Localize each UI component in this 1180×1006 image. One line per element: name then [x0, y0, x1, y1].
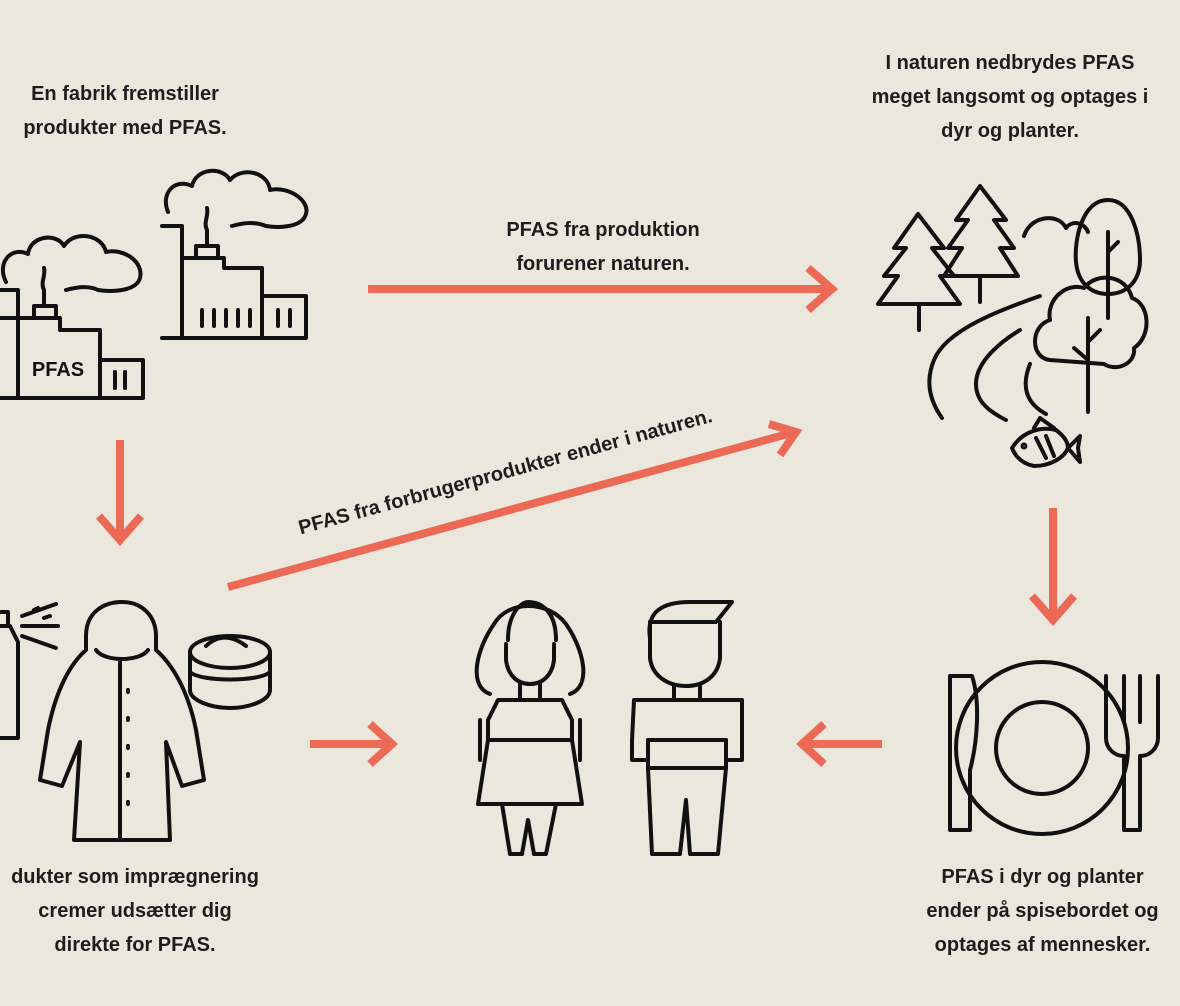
- caption-products-line: cremer udsætter dig: [38, 900, 232, 922]
- cream-jar-icon: [188, 634, 272, 710]
- caption-nature-line: I naturen nedbrydes PFAS: [885, 52, 1135, 74]
- man-icon: [630, 600, 744, 856]
- arrow-products-to-people: [310, 721, 398, 767]
- caption-food: PFAS i dyr og planter ender på spisebord…: [905, 860, 1180, 962]
- caption-nature-line: meget langsomt og optages i: [871, 86, 1149, 108]
- factory-icon: [0, 169, 309, 400]
- caption-products-line: direkte for PFAS.: [54, 934, 216, 956]
- raincoat-icon: [38, 600, 206, 842]
- caption-products-line: dukter som imprægnering: [11, 866, 259, 888]
- caption-food-line: optages af mennesker.: [934, 934, 1151, 956]
- caption-nature: I naturen nedbrydes PFAS meget langsomt …: [840, 46, 1180, 148]
- forest-icon: [876, 184, 1149, 422]
- plate-cutlery-icon: [948, 660, 1160, 836]
- caption-factory: En fabrik fremstiller produkter med PFAS…: [0, 77, 250, 145]
- caption-factory-line: En fabrik fremstiller: [31, 83, 219, 105]
- woman-icon: [474, 600, 586, 856]
- caption-products: dukter som imprægnering cremer udsætter …: [0, 860, 280, 962]
- arrow-nature-to-food: [1028, 508, 1078, 627]
- arrow-production-label: forurener naturen.: [516, 253, 689, 275]
- caption-nature-line: dyr og planter.: [941, 120, 1079, 142]
- fish-icon: [1010, 416, 1082, 468]
- spray-can-icon: [0, 602, 60, 740]
- caption-food-line: ender på spisebordet og: [926, 900, 1159, 922]
- arrow-production: [368, 264, 839, 314]
- arrow-food-to-people: [796, 721, 882, 767]
- arrow-production-label: PFAS fra produktion: [506, 219, 699, 241]
- arrow-consumer: [226, 420, 803, 591]
- caption-food-line: PFAS i dyr og planter: [941, 866, 1144, 888]
- factory-label: PFAS: [32, 359, 84, 381]
- arrow-factory-to-products: [95, 440, 145, 547]
- caption-factory-line: produkter med PFAS.: [23, 117, 227, 139]
